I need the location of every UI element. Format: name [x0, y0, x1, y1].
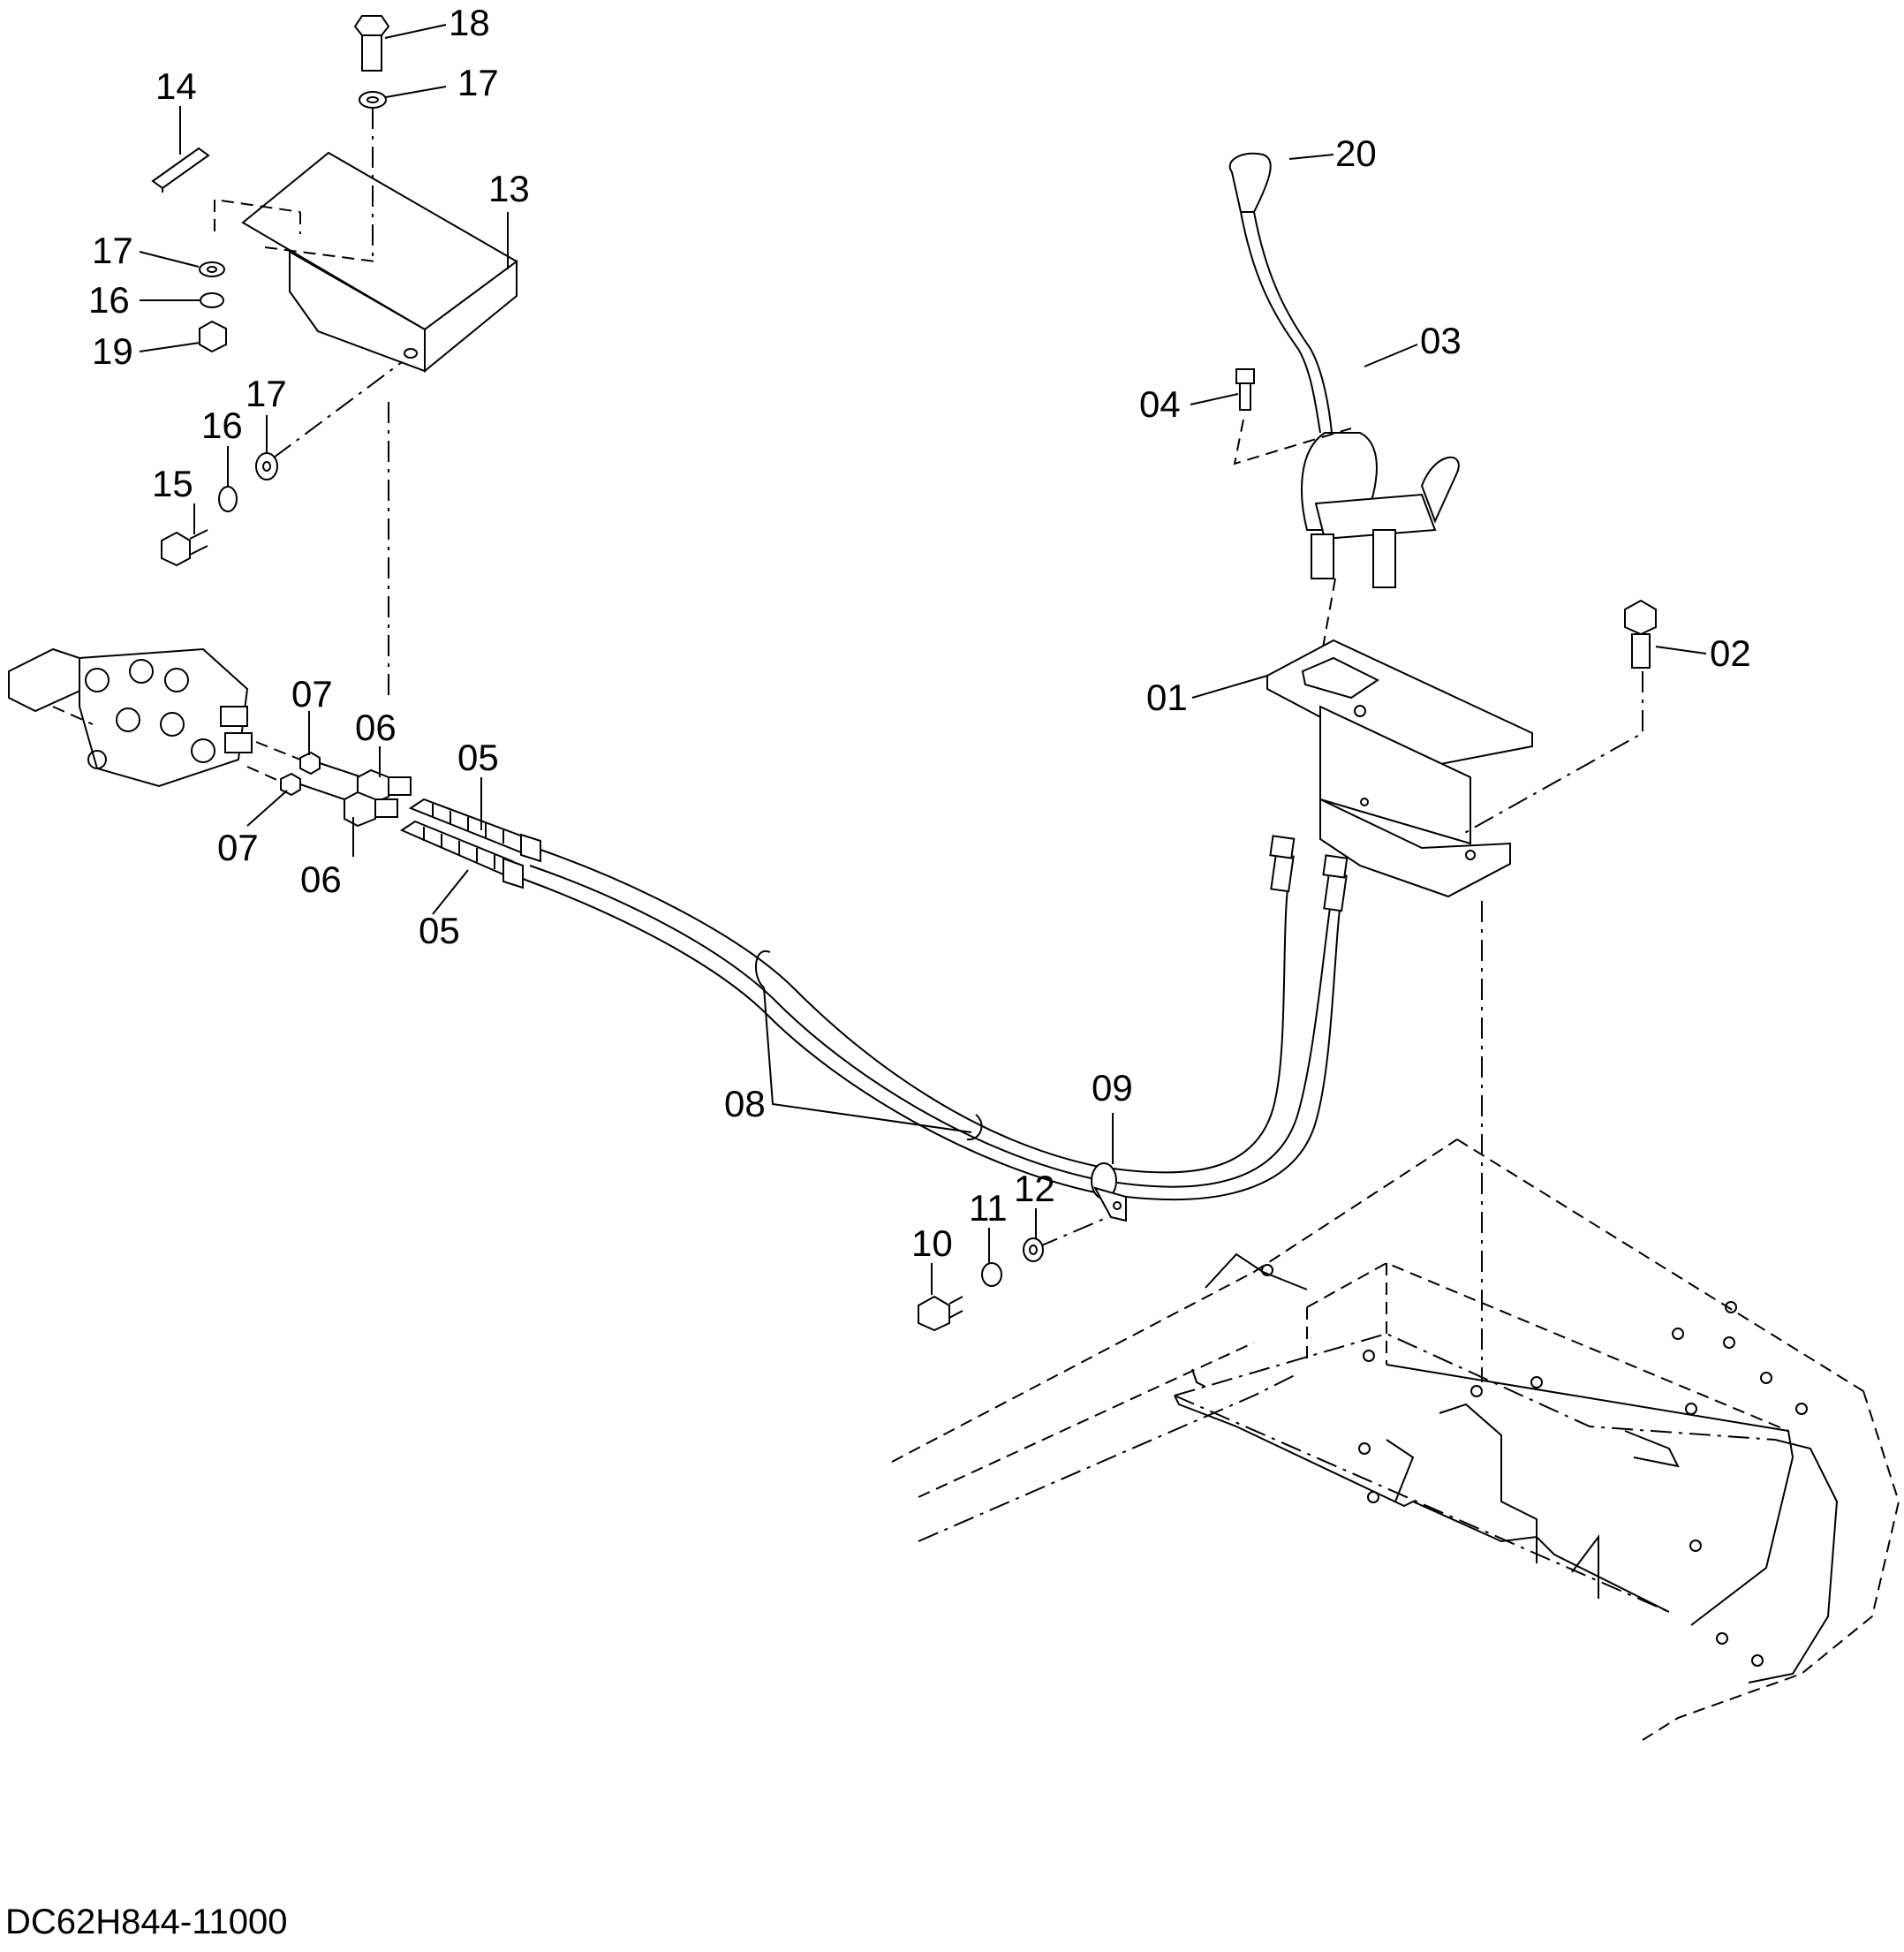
drawing-code: DC62H844-11000 — [5, 1903, 288, 1941]
callout-11: 11 — [969, 1187, 1008, 1229]
callout-10: 10 — [911, 1222, 953, 1264]
callout-04: 04 — [1139, 383, 1181, 425]
callout-02: 02 — [1710, 632, 1751, 674]
knob-part-20 — [1228, 152, 1272, 213]
callout-06-upper: 06 — [355, 707, 397, 748]
washer-part-17-left — [199, 261, 225, 277]
cover-plate-part-13 — [214, 151, 518, 374]
callout-14: 14 — [155, 65, 197, 107]
callout-07-upper: 07 — [291, 673, 333, 715]
nut-part-07-upper — [299, 751, 321, 776]
vehicle-frame — [891, 1139, 1900, 1741]
callout-03: 03 — [1420, 320, 1462, 361]
joint-part-06-lower — [344, 791, 398, 828]
cable-tie-part-08-b — [966, 1114, 983, 1141]
cable-boot-part-05-lower — [399, 820, 524, 889]
callout-12: 12 — [1014, 1168, 1055, 1209]
washer-part-12 — [1023, 1237, 1044, 1262]
cable-end-fitting-left — [1269, 835, 1296, 893]
control-valve — [8, 647, 253, 788]
callout-19: 19 — [92, 330, 133, 372]
spring-washer-part-16-lower — [218, 486, 238, 512]
lever-part-03 — [1240, 211, 1460, 588]
bracket-part-01 — [1266, 639, 1533, 898]
nut-part-07-lower — [280, 772, 301, 797]
callout-05-lower: 05 — [419, 910, 460, 951]
clamp-part-09 — [1091, 1162, 1127, 1222]
callout-06-lower: 06 — [300, 859, 342, 900]
callout-20: 20 — [1335, 132, 1377, 174]
callout-08: 08 — [724, 1083, 766, 1124]
bolt-part-18 — [353, 15, 390, 72]
callout-05-upper: 05 — [457, 737, 499, 778]
callout-13: 13 — [488, 168, 530, 209]
callout-01: 01 — [1146, 677, 1188, 718]
control-cables — [522, 849, 1343, 1201]
nut-part-19 — [199, 320, 227, 353]
callout-07-lower: 07 — [217, 827, 259, 868]
washer-part-17-lower — [255, 452, 278, 480]
cable-end-fitting-right — [1322, 854, 1349, 912]
callout-16-lower: 16 — [201, 405, 243, 446]
washer-part-17-top — [359, 91, 387, 109]
spring-washer-part-11 — [981, 1262, 1002, 1287]
screw-part-04 — [1235, 368, 1255, 411]
callout-09: 09 — [1092, 1067, 1133, 1108]
key-part-14 — [151, 147, 210, 193]
bolt-part-10 — [918, 1295, 963, 1332]
cable-boot-part-05-upper — [408, 798, 541, 863]
callout-17-top: 17 — [457, 62, 499, 103]
callout-17-lower: 17 — [246, 373, 287, 414]
spring-washer-part-16-left — [200, 292, 224, 308]
callout-18: 18 — [449, 2, 490, 43]
leader-lines — [139, 24, 1707, 1295]
callout-17-left: 17 — [92, 230, 133, 271]
bolt-part-15 — [161, 529, 208, 567]
bolt-part-02 — [1624, 599, 1657, 669]
callout-15: 15 — [152, 463, 193, 504]
cable-tie-part-08-a — [754, 950, 771, 988]
callout-16-left: 16 — [88, 279, 130, 321]
